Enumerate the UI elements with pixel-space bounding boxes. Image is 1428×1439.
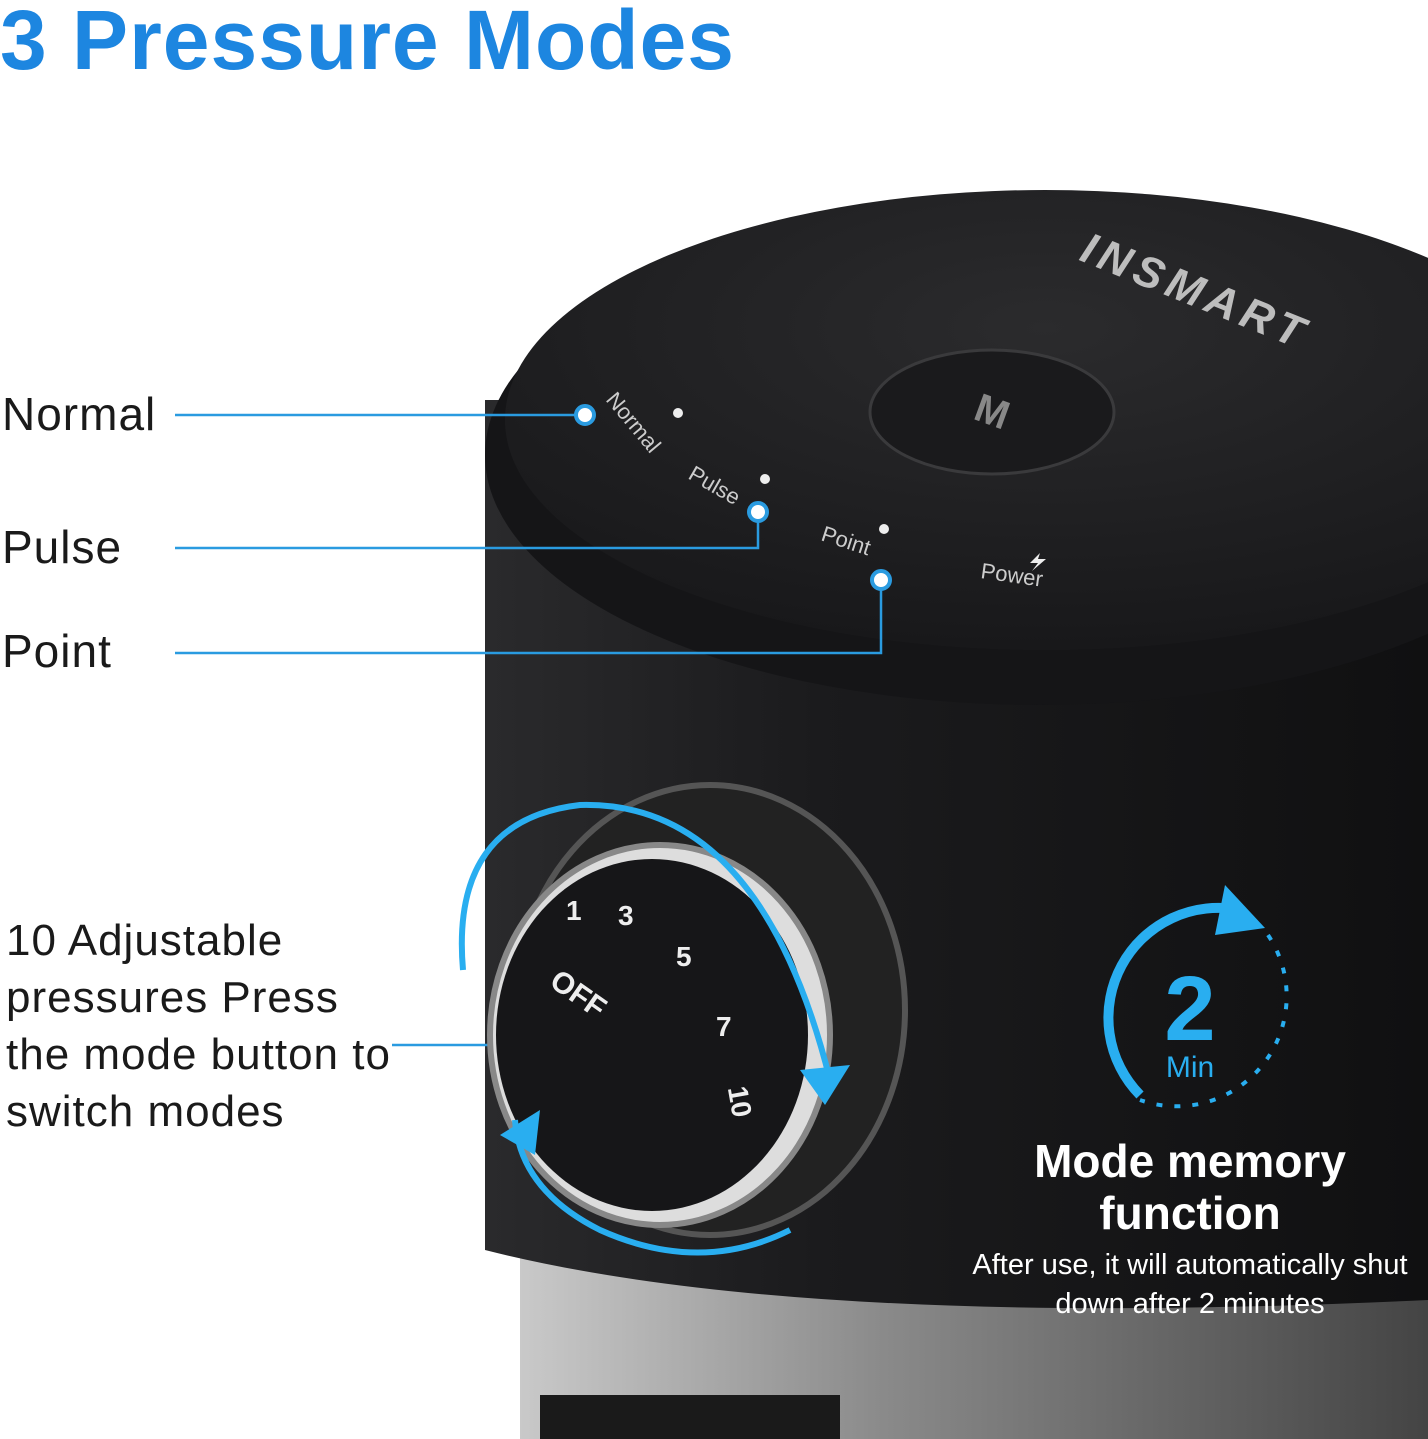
- timer-icon: [1103, 885, 1289, 1109]
- dial-mark: 7: [716, 1011, 732, 1042]
- dial-mark: 5: [676, 941, 692, 972]
- callout-dial: 10 Adjustable pressures Press the mode b…: [6, 916, 391, 1136]
- page-title: 3 Pressure Modes: [0, 0, 736, 87]
- memory-title: Mode memory function: [1034, 1135, 1346, 1239]
- led-normal: [673, 408, 683, 418]
- callout-point: Point: [2, 625, 112, 677]
- base-foot: [540, 1395, 840, 1439]
- arrow-head: [500, 1110, 540, 1155]
- led-pulse: [760, 474, 770, 484]
- rotate-arrows-icon: [458, 801, 833, 1256]
- led-point: [879, 524, 889, 534]
- callout-pulse: Pulse: [2, 521, 123, 573]
- memory-subtitle: After use, it will automatically shut do…: [972, 1249, 1408, 1320]
- arrow-head: [800, 1065, 850, 1105]
- callout-normal: Normal: [2, 388, 157, 440]
- dial-mark: 3: [618, 900, 634, 931]
- dial-mark: 1: [566, 895, 582, 926]
- mode-button[interactable]: M: [868, 348, 1116, 476]
- timer-value: 2: [1164, 958, 1215, 1060]
- timer-unit: Min: [1166, 1051, 1214, 1084]
- power-icon: [1030, 553, 1046, 571]
- callout-lines: [175, 413, 883, 1047]
- pressure-dial[interactable]: OFF 1 3 5 7 10: [487, 782, 908, 1238]
- dial-mark: 10: [722, 1084, 758, 1120]
